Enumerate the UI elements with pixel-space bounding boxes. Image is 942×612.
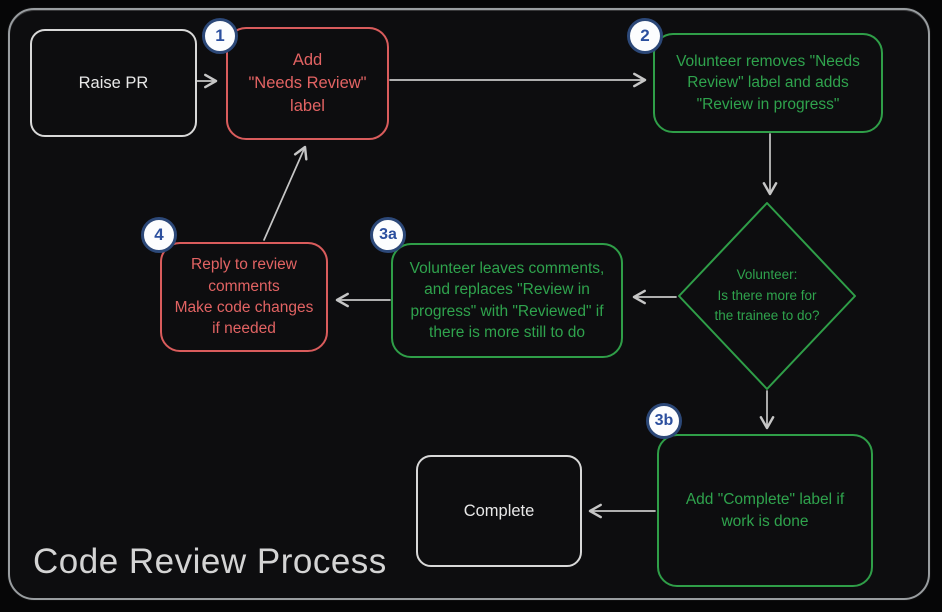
node-complete: Complete <box>416 455 582 567</box>
step-badge-3b: 3b <box>646 403 682 439</box>
node-reply-to-review-comments: Reply to review comments Make code chang… <box>160 242 328 352</box>
node-add-needs-review-label: Add "Needs Review" label <box>226 27 389 140</box>
node-raise-pr: Raise PR <box>30 29 197 137</box>
node-add-complete-label: Add "Complete" label if work is done <box>657 434 873 587</box>
diagram-title: Code Review Process <box>33 542 387 581</box>
step-badge-1: 1 <box>202 18 238 54</box>
node-decision-more-for-trainee: Volunteer: Is there more for the trainee… <box>714 266 820 324</box>
step-badge-2: 2 <box>627 18 663 54</box>
node-volunteer-leaves-comments: Volunteer leaves comments, and replaces … <box>391 243 623 358</box>
node-volunteer-removes-needs-review: Volunteer removes "Needs Review" label a… <box>653 33 883 133</box>
step-badge-3a: 3a <box>370 217 406 253</box>
step-badge-4: 4 <box>141 217 177 253</box>
